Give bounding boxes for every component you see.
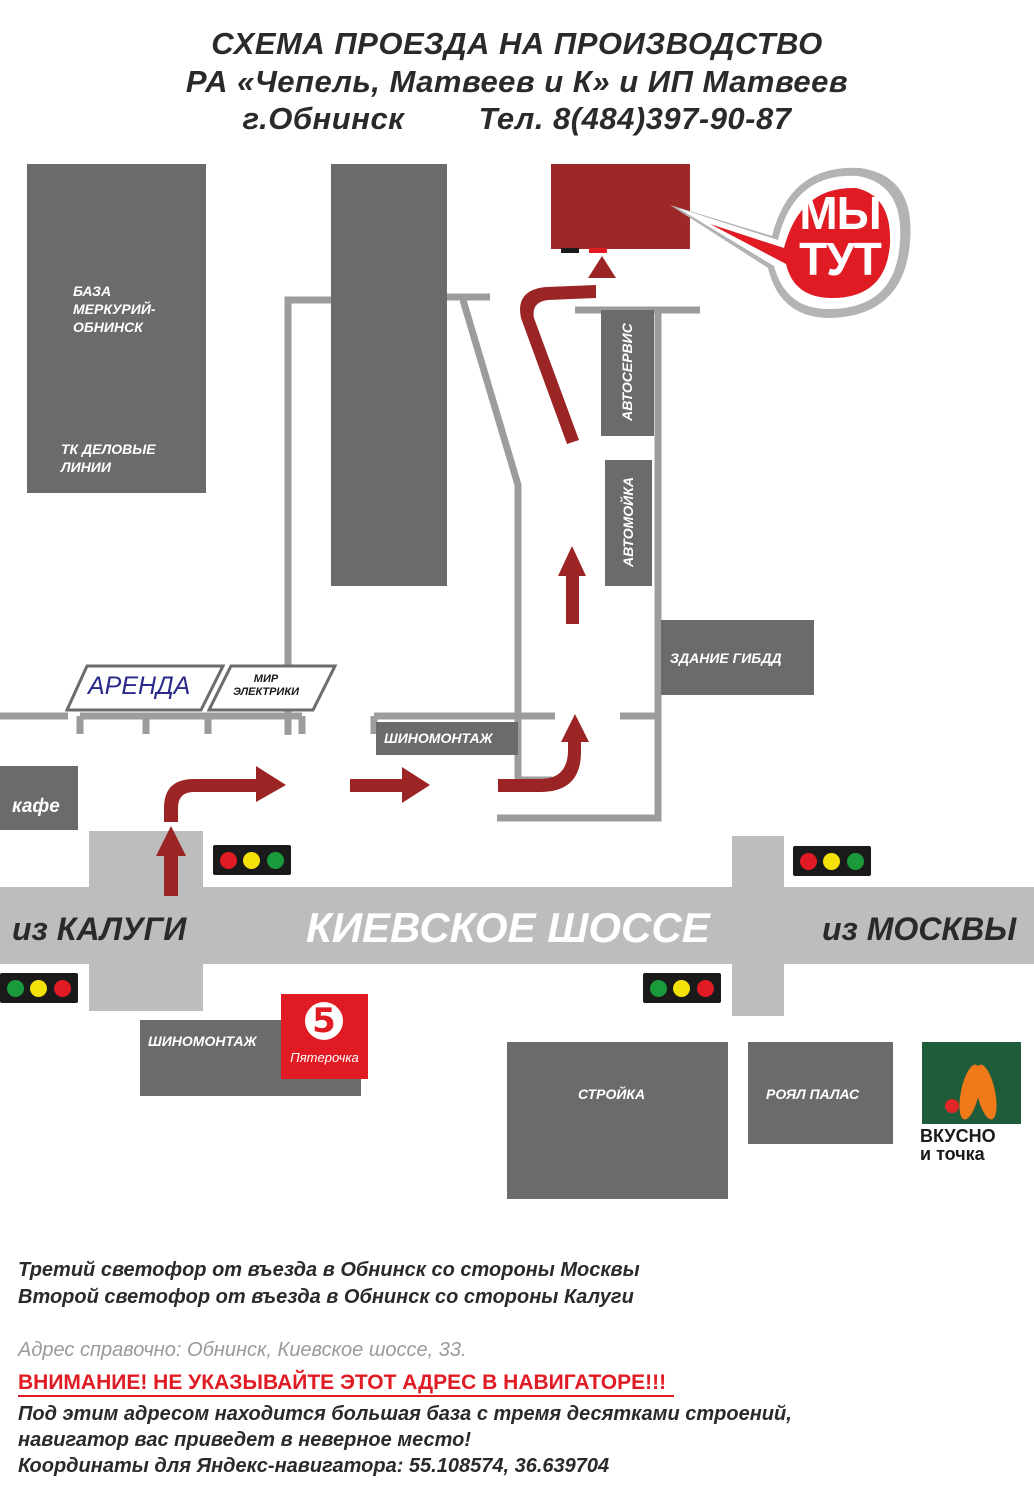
vkusno-logo (922, 1042, 1021, 1124)
note-moscow: Третий светофор от въезда в Обнинск со с… (18, 1259, 640, 1281)
traffic-light-kaluga-north (213, 845, 291, 875)
city-phone-line: г.Обнинск Тел. 8(484)397-90-87 (0, 101, 1034, 137)
note-explain-2: навигатор вас приведет в неверное место! (18, 1429, 472, 1451)
we-are-here-callout (670, 167, 911, 318)
route-arrows (156, 256, 616, 896)
tire-south-label: ШИНОМОНТАЖ (148, 1033, 257, 1049)
note-explain-1: Под этим адресом находится большая база … (18, 1403, 792, 1425)
lamp-red (800, 852, 818, 870)
entrance-marker (561, 248, 579, 253)
building-baza-merkuriy: БАЗА МЕРКУРИЙ- ОБНИНСК ТК ДЕЛОВЫЕ ЛИНИИ (27, 164, 206, 493)
city-name: г.Обнинск (242, 101, 405, 136)
lamp-green (7, 979, 25, 997)
pyaterochka-name: Пятерочка (290, 1050, 359, 1065)
lamp-green (266, 851, 284, 869)
lamp-red (53, 979, 71, 997)
building-cafe: кафе (0, 766, 78, 830)
building-carwash: АВТОМОЙКА (605, 460, 652, 586)
lamp-red (220, 851, 238, 869)
signboards (65, 664, 338, 712)
building-royal-palace: РОЯЛ ПАЛАС (748, 1042, 893, 1144)
building-tall (331, 164, 447, 586)
building-tire-north: ШИНОМОНТАЖ (376, 722, 518, 755)
note-address: Адрес справочно: Обнинск, Киевское шоссе… (18, 1339, 467, 1361)
gibdd-label: ЗДАНИЕ ГИБДД (670, 650, 782, 666)
highway-name: КИЕВСКОЕ ШОССЕ (306, 904, 710, 951)
lamp-yellow (823, 852, 841, 870)
lamp-red (696, 979, 714, 997)
moscow-intersection (732, 836, 784, 1016)
building-autoservice: АВТОСЕРВИС (601, 310, 654, 436)
pyaterochka-digit: 5 (312, 1001, 336, 1041)
note-coordinates: Координаты для Яндекс-навигатора: 55.108… (18, 1455, 610, 1477)
cafe-label: кафе (12, 796, 60, 817)
building-gibdd: ЗДАНИЕ ГИБДД (661, 620, 814, 695)
lamp-yellow (30, 979, 48, 997)
phone-number: Тел. 8(484)397-90-87 (478, 101, 792, 136)
autoservice-label: АВТОСЕРВИС (619, 323, 635, 421)
royal-label: РОЯЛ ПАЛАС (766, 1086, 860, 1102)
map-title: СХЕМА ПРОЕЗДА НА ПРОИЗВОДСТВО (211, 26, 823, 61)
lamp-yellow (673, 979, 691, 997)
tire-north-label: ШИНОМОНТАЖ (384, 730, 493, 746)
from-moscow-label: из МОСКВЫ (822, 911, 1017, 947)
warning-text: ВНИМАНИЕ! НЕ УКАЗЫВАЙТЕ ЭТОТ АДРЕС В НАВ… (18, 1371, 675, 1397)
vkusno-text: ВКУСНО и точка (920, 1126, 996, 1164)
traffic-light-moscow-north (793, 846, 871, 876)
pyaterochka-circle (305, 1002, 343, 1040)
lamp-green (846, 852, 864, 870)
company-name: РА «Чепель, Матвеев и К» и ИП Матвеев (185, 64, 849, 99)
lamp-yellow (243, 851, 261, 869)
note-kaluga: Второй светофор от въезда в Обнинск со с… (18, 1286, 634, 1308)
building-construction: СТРОЙКА (507, 1042, 728, 1199)
from-kaluga-label: из КАЛУГИ (12, 911, 187, 947)
traffic-light-kaluga-south (0, 973, 78, 1003)
arenda-sign: АРЕНДА (88, 672, 191, 700)
mir-elektriki-sign: МИР ЭЛЕКТРИКИ (232, 673, 300, 698)
building-label: БАЗА МЕРКУРИЙ- ОБНИНСК (73, 283, 156, 335)
vkusno-mark (945, 1064, 997, 1120)
building-label-tk: ТК ДЕЛОВЫЕ ЛИНИИ (61, 441, 156, 475)
traffic-light-moscow-south (643, 973, 721, 1003)
lamp-green (650, 979, 668, 997)
construction-label: СТРОЙКА (578, 1086, 646, 1102)
callout-text: МЫ ТУТ (799, 187, 882, 285)
kaluga-intersection (89, 831, 203, 1011)
pyaterochka-logo: 5 Пятерочка (281, 994, 368, 1079)
carwash-label: АВТОМОЙКА (620, 477, 636, 567)
entrance-marker-red (589, 248, 607, 253)
target-building (551, 164, 690, 249)
